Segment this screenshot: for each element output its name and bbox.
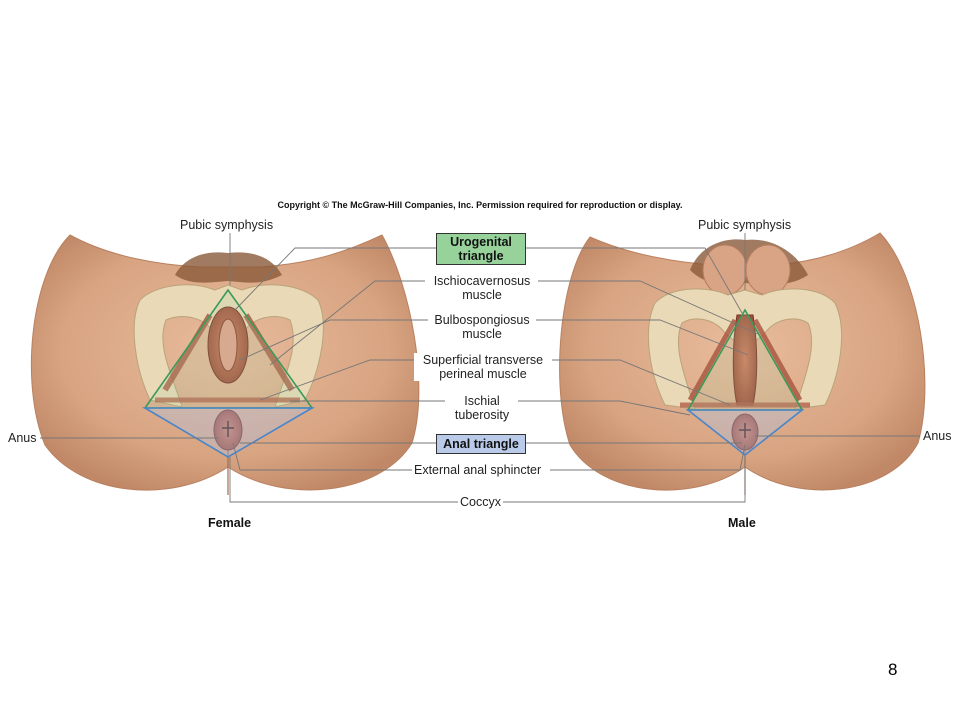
female-pelvic-bone (133, 284, 324, 408)
page-number: 8 (888, 660, 898, 679)
female-pelvis (30, 234, 420, 495)
label-pubic-symphysis-male: Pubic symphysis (698, 218, 792, 232)
label-urogenital-triangle: Urogenital triangle (450, 235, 512, 263)
female-anal-triangle (142, 407, 315, 458)
label-ischial-tuberosity: Ischial tuberosity (446, 394, 518, 422)
label-anus-female: Anus (8, 431, 37, 445)
leader-lines (40, 233, 920, 503)
label-anus-male: Anus (923, 429, 952, 443)
label-superficial-transverse: Superficial transverse perineal muscle (414, 353, 552, 381)
female-pubic-hair (175, 252, 282, 283)
anal-triangle-box: Anal triangle (436, 434, 526, 454)
label-coccyx: Coccyx (458, 495, 503, 509)
perineum-figure: Copyright © The McGraw-Hill Companies, I… (0, 195, 960, 540)
caption-male: Male (728, 516, 756, 530)
label-pubic-symphysis-female: Pubic symphysis (180, 218, 274, 232)
urogenital-triangle-box: Urogenital triangle (436, 233, 526, 265)
label-bulbospongiosus: Bulbospongiosus muscle (428, 313, 536, 341)
male-anal-triangle (685, 409, 805, 457)
label-anal-triangle: Anal triangle (443, 437, 519, 451)
anatomy-illustration (30, 232, 926, 503)
copyright-notice: Copyright © The McGraw-Hill Companies, I… (277, 200, 683, 210)
label-ischiocavernosus: Ischiocavernosus muscle (426, 274, 538, 302)
label-external-anal-sphincter: External anal sphincter (412, 463, 544, 477)
male-pelvis (559, 232, 926, 495)
caption-female: Female (208, 516, 252, 530)
